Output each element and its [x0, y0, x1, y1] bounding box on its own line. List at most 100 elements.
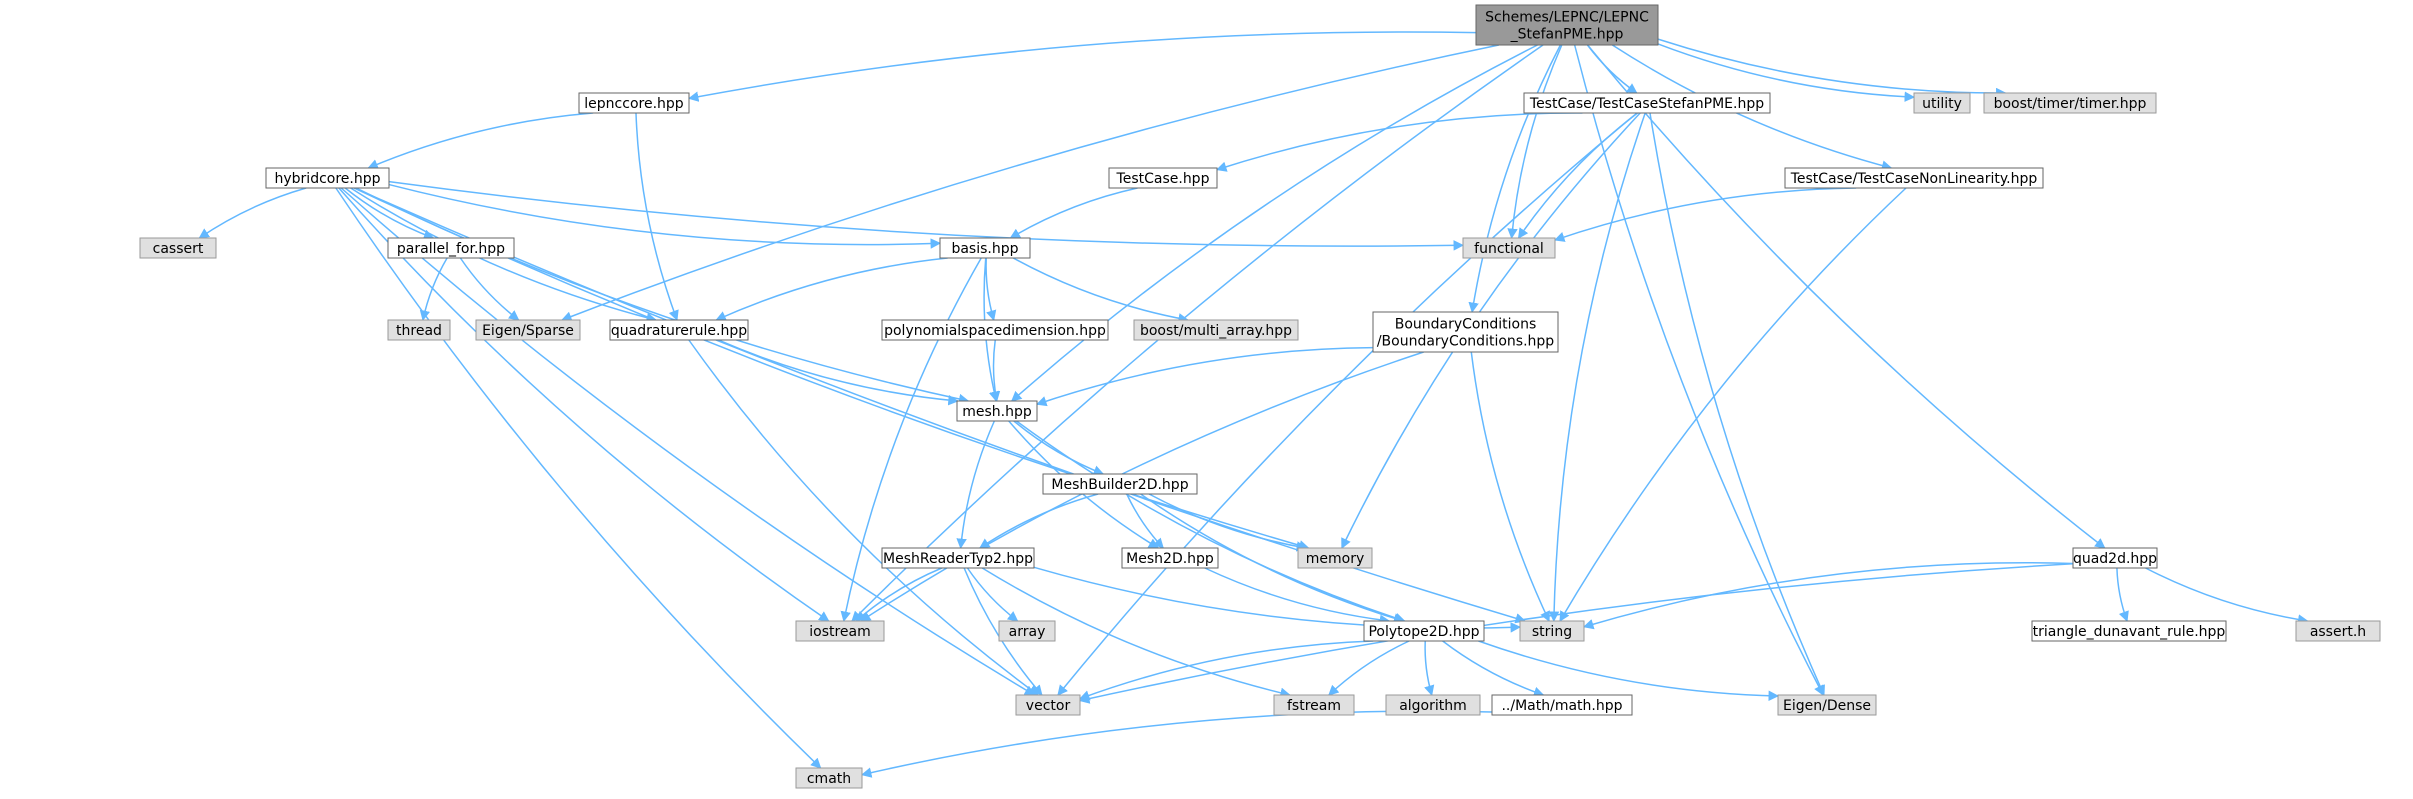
edge-mesh-to-meshreader	[956, 420, 996, 550]
edge-polytope-to-algorithm	[1424, 640, 1435, 697]
node-functional-box	[1462, 237, 1556, 259]
edge-stefan-to-bc	[1468, 44, 1562, 314]
node-cassert-label: cassert	[153, 241, 204, 257]
node-lepnccore[interactable]: lepnccore.hpp	[578, 92, 690, 114]
edge-meshreader-to-vector	[963, 567, 1043, 696]
edge-lepnccore-to-hybridcore	[367, 112, 594, 170]
node-asserth-label: assert.h	[2310, 624, 2366, 640]
node-triangle[interactable]: triangle_dunavant_rule.hpp	[2031, 620, 2227, 642]
edge-meshbuilder-to-memory	[1148, 493, 1307, 552]
edge-mesh-to-meshbuilder	[1013, 420, 1105, 476]
node-testcase-box	[1108, 167, 1218, 189]
node-hybridcore-box	[265, 167, 390, 189]
edge-quadrule-to-vector	[688, 339, 1040, 696]
edge-tcstefan-to-vector	[1057, 112, 1638, 696]
node-fstream-box	[1273, 694, 1355, 716]
node-meshbuilder[interactable]: MeshBuilder2D.hpp	[1042, 473, 1198, 495]
node-eigendense-label: Eigen/Dense	[1783, 698, 1871, 714]
node-mesh2d[interactable]: Mesh2D.hpp	[1121, 547, 1219, 569]
node-quadrule[interactable]: quadraturerule.hpp	[609, 319, 749, 341]
node-meshreader-label: MeshReaderTyp2.hpp	[883, 551, 1033, 567]
edge-basis-to-quadrule	[715, 257, 948, 321]
node-mesh2d-label: Mesh2D.hpp	[1126, 551, 1214, 567]
node-mesh[interactable]: mesh.hpp	[956, 400, 1038, 422]
edge-quad2d-to-triangle	[2116, 567, 2129, 622]
node-meshreader[interactable]: MeshReaderTyp2.hpp	[881, 547, 1035, 569]
edge-lepnccore-to-quadrule	[635, 112, 679, 321]
node-meshreader-box	[881, 547, 1035, 569]
node-stefan: Schemes/LEPNC/LEPNC_StefanPME.hpp	[1475, 4, 1659, 46]
edge-basis-to-polyspace	[985, 257, 997, 322]
node-quad2d[interactable]: quad2d.hpp	[2072, 547, 2158, 569]
node-polyspace-label: polynomialspacedimension.hpp	[884, 323, 1106, 339]
node-quad2d-label: quad2d.hpp	[2073, 551, 2157, 567]
node-polytope-label: Polytope2D.hpp	[1368, 624, 1479, 640]
node-quad2d-box	[2072, 547, 2158, 569]
edge-mesh2d-to-polytope	[1204, 567, 1391, 626]
node-bc[interactable]: BoundaryConditions/BoundaryConditions.hp…	[1372, 311, 1559, 353]
node-mathhpp[interactable]: ../Math/math.hpp	[1491, 694, 1633, 716]
edge-polytope-to-vector	[1079, 640, 1374, 701]
node-tcnonlin-box	[1784, 167, 2044, 189]
edge-bc-to-string	[1470, 351, 1550, 622]
node-timer: boost/timer/timer.hpp	[1983, 92, 2157, 114]
edge-stefan-to-eigendense	[1573, 44, 1824, 696]
edge-tcstefan-to-functional	[1517, 112, 1638, 239]
edge-hybridcore-to-mesh	[355, 187, 970, 405]
node-testcase-label: TestCase.hpp	[1116, 171, 1210, 187]
edge-stefan-to-quad2d	[1586, 44, 2106, 549]
node-tcstefan[interactable]: TestCase/TestCaseStefanPME.hpp	[1523, 92, 1771, 114]
node-tcstefan-label: TestCase/TestCaseStefanPME.hpp	[1529, 96, 1764, 112]
edge-polytope-to-eigendense	[1478, 640, 1780, 702]
node-memory-label: memory	[1306, 551, 1365, 567]
edge-tcnonlin-to-string	[1559, 187, 1907, 622]
edge-stefan-to-tcstefan	[1586, 44, 1638, 94]
node-testcase[interactable]: TestCase.hpp	[1108, 167, 1218, 189]
node-functional: functional	[1462, 237, 1556, 259]
node-asserth: assert.h	[2295, 620, 2381, 642]
edge-polyspace-to-mesh	[989, 339, 1001, 403]
node-eigensparse-label: Eigen/Sparse	[482, 323, 574, 339]
node-bc-label: /BoundaryConditions.hpp	[1377, 334, 1554, 350]
node-array: array	[998, 620, 1056, 642]
node-meshbuilder-label: MeshBuilder2D.hpp	[1051, 477, 1188, 493]
edge-mathhpp-to-cmath	[860, 710, 1493, 778]
node-utility: utility	[1913, 92, 1971, 114]
node-parallel[interactable]: parallel_for.hpp	[387, 237, 515, 259]
node-polytope[interactable]: Polytope2D.hpp	[1363, 620, 1485, 642]
edge-quad2d-to-vector	[1078, 563, 2074, 704]
edge-stefan-to-tcnonlin	[1611, 44, 1893, 171]
node-tcnonlin[interactable]: TestCase/TestCaseNonLinearity.hpp	[1784, 167, 2044, 189]
edge-tcnonlin-to-functional	[1554, 187, 1857, 242]
node-tcstefan-box	[1523, 92, 1771, 114]
node-array-label: array	[1009, 624, 1046, 640]
node-cmath-box	[795, 767, 863, 789]
edge-polytope-to-mathhpp	[1442, 640, 1545, 697]
edge-hybridcore-to-cmath	[335, 187, 822, 769]
node-mathhpp-label: ../Math/math.hpp	[1501, 698, 1622, 714]
node-hybridcore[interactable]: hybridcore.hpp	[265, 167, 390, 189]
edge-hybridcore-to-basis	[388, 183, 942, 249]
node-basis[interactable]: basis.hpp	[939, 237, 1031, 259]
node-polyspace[interactable]: polynomialspacedimension.hpp	[881, 319, 1109, 341]
node-vector: vector	[1015, 694, 1081, 716]
node-memory: memory	[1297, 547, 1373, 569]
node-mesh2d-box	[1121, 547, 1219, 569]
edge-quad2d-to-string	[1582, 561, 2074, 630]
edge-hybridcore-to-functional	[388, 180, 1465, 251]
node-cmath: cmath	[795, 767, 863, 789]
edge-mesh-to-polytope	[1015, 420, 1406, 624]
edge-parallel-to-eigensparse	[459, 257, 520, 321]
node-tcnonlin-label: TestCase/TestCaseNonLinearity.hpp	[1790, 171, 2038, 187]
edge-parallel-to-thread	[419, 257, 448, 322]
node-multiarray-label: boost/multi_array.hpp	[1140, 323, 1292, 339]
edge-hybridcore-to-quadrule	[350, 187, 657, 323]
node-triangle-box	[2031, 620, 2227, 642]
node-parallel-box	[387, 237, 515, 259]
node-multiarray: boost/multi_array.hpp	[1133, 319, 1299, 341]
node-timer-label: boost/timer/timer.hpp	[1994, 96, 2147, 112]
node-cassert-box	[139, 237, 217, 259]
node-vector-label: vector	[1026, 698, 1071, 714]
node-memory-box	[1297, 547, 1373, 569]
